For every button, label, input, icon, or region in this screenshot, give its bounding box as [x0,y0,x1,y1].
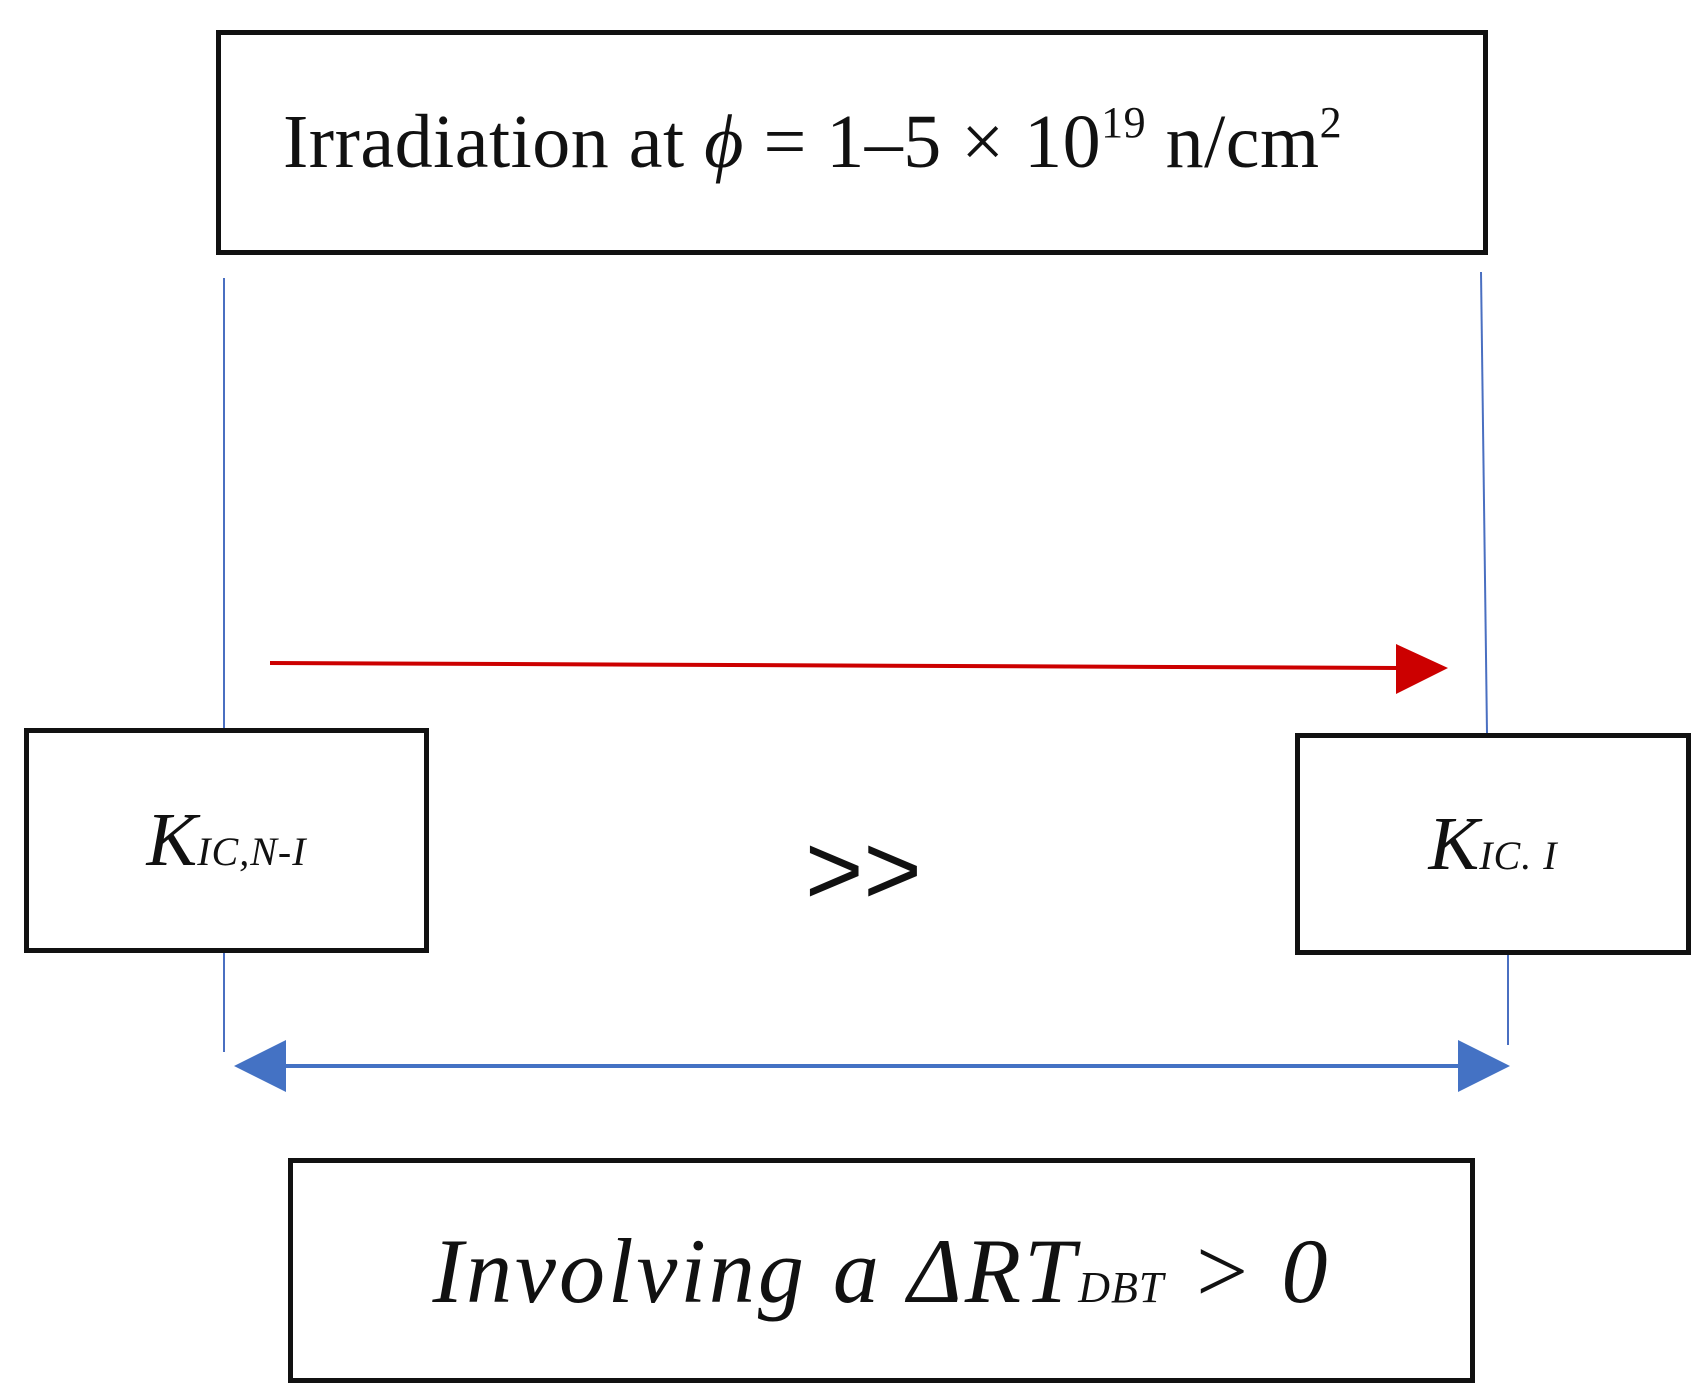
irradiation-box: Irradiation at ϕ = 1–5 × 1019 n/cm2 [216,30,1488,255]
dbt-shift-box: Involving a ΔRTDBT > 0 [288,1158,1475,1383]
fluence-exponent: 19 [1101,98,1147,147]
dbt-shift-label: Involving a ΔRTDBT > 0 [432,1218,1330,1324]
irradiation-label: Irradiation at ϕ = 1–5 × 1019 n/cm2 [283,99,1342,186]
much-greater-than-symbol: >> [805,814,922,926]
fluence-symbol: ϕ [704,100,744,184]
irradiated-toughness-label: KIC. I [1428,801,1557,888]
unit-exponent: 2 [1319,98,1343,147]
non-irradiated-toughness-label: KIC,N-I [146,797,306,884]
k-symbol: K [1428,801,1480,886]
dbt-condition: > 0 [1164,1219,1331,1322]
blue-arrow-left-head [234,1040,286,1092]
blue-arrow-right-head [1458,1040,1510,1092]
fluence-unit: n/cm [1146,100,1320,184]
dbt-shift-prefix: Involving a ΔRT [432,1219,1079,1322]
k-subscript: IC,N-I [197,829,307,874]
non-irradiated-toughness-box: KIC,N-I [24,728,429,953]
k-subscript: IC. I [1479,832,1558,878]
fluence-value: = 1–5 × 10 [743,100,1102,184]
red-arrow-head [1396,644,1448,694]
irradiation-prefix: Irradiation at [283,100,705,184]
right-upper-connector [1480,271,1488,734]
red-arrow-shaft [269,661,1401,670]
dbt-subscript: DBT [1078,1262,1165,1312]
irradiated-toughness-box: KIC. I [1295,733,1691,955]
k-symbol: K [146,798,198,882]
